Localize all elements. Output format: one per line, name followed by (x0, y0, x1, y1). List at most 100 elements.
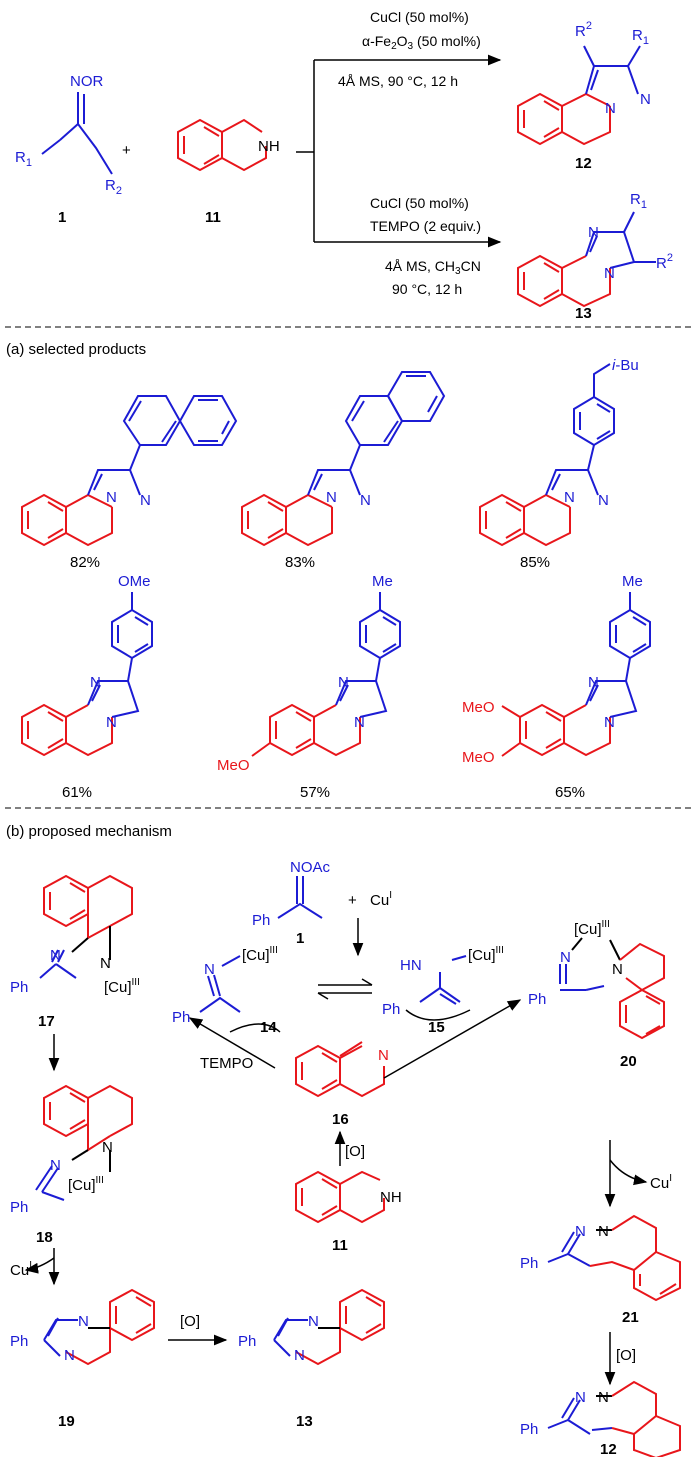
m18-number: 18 (36, 1229, 53, 1246)
m1-number: 1 (296, 930, 304, 947)
m13-n1: N (308, 1313, 319, 1330)
m14-ph: Ph (172, 1009, 190, 1026)
section-a-title: (a) selected products (6, 341, 146, 358)
m-arrows-branch (188, 999, 522, 1079)
cond-up-1: CuCl (50 mol%) (370, 9, 469, 25)
p12-r2: R2 (575, 20, 592, 40)
m20-n1: N (560, 949, 571, 966)
m17-n2: N (100, 955, 111, 972)
m18-cu: [Cu]III (68, 1175, 104, 1194)
pa4-n1: N (90, 674, 101, 691)
mech-16 (295, 1041, 385, 1098)
mech-14 (199, 955, 241, 1013)
m18-cu-release: CuI (10, 1260, 32, 1279)
yield-a2: 83% (285, 554, 315, 571)
m13-number: 13 (296, 1413, 313, 1430)
m19-number: 19 (58, 1413, 75, 1430)
m19-n1: N (78, 1313, 89, 1330)
product-a6 (501, 592, 651, 757)
pa6-n2: N (604, 714, 615, 731)
yield-a4: 61% (62, 784, 92, 801)
m20-ph: Ph (528, 991, 546, 1008)
mech-15 (419, 955, 467, 1005)
m14-cu: [Cu]III (242, 945, 278, 964)
mech-13 (273, 1288, 385, 1366)
m20-cu-release: CuI (650, 1173, 672, 1192)
cond-down-4: 90 °C, 12 h (392, 281, 462, 297)
mech-17 (39, 874, 133, 979)
noor-label: NOR (70, 73, 104, 90)
m12-n2: N (598, 1389, 609, 1406)
reagent-11-number: 11 (205, 209, 221, 226)
product-a2 (241, 371, 446, 547)
pa2-n1: N (326, 489, 337, 506)
mech-18 (35, 1084, 133, 1201)
pa2-n2: N (360, 492, 371, 509)
m13-n2: N (294, 1347, 305, 1364)
nh-label: NH (258, 138, 280, 155)
mech-oxime-1 (277, 876, 323, 919)
pa3-n2: N (598, 492, 609, 509)
m19-ph: Ph (10, 1333, 28, 1350)
cond-up-2: α-Fe2O3 (50 mol%) (362, 33, 481, 52)
m11-ox: [O] (345, 1143, 365, 1160)
m15-cu: [Cu]III (468, 945, 504, 964)
mech-21 (547, 1214, 681, 1302)
p12-n2: N (640, 91, 651, 108)
pa5-n2: N (354, 714, 365, 731)
p12-n1: N (605, 100, 616, 117)
pa1-n2: N (140, 492, 151, 509)
m14-n: N (204, 961, 215, 978)
mech-20 (559, 937, 665, 1040)
pa3-n1: N (564, 489, 575, 506)
m15-number: 15 (428, 1019, 445, 1036)
m21-n1: N (575, 1223, 586, 1240)
mech-11 (295, 1170, 385, 1224)
pa6-meo2: MeO (462, 749, 495, 766)
reagent-1-oxime (41, 92, 113, 175)
m-arrow-cu-20 (609, 1159, 648, 1186)
product-a4 (21, 592, 153, 757)
cond-down-1: CuCl (50 mol%) (370, 195, 469, 211)
pa6-n1: N (588, 674, 599, 691)
m-tempo: TEMPO (200, 1055, 253, 1072)
m21-ox: [O] (616, 1347, 636, 1364)
section-b-title: (b) proposed mechanism (6, 823, 172, 840)
pa3-ibu: i-Bu (612, 357, 639, 374)
reagent-1-number: 1 (58, 209, 66, 226)
m14-number: 14 (260, 1019, 277, 1036)
p13-r2: R2 (656, 252, 673, 272)
pa1-n1: N (106, 489, 117, 506)
m11-nh: NH (380, 1189, 402, 1206)
m1-cu: CuI (370, 890, 392, 909)
yield-a3: 85% (520, 554, 550, 571)
m12-n1: N (575, 1389, 586, 1406)
m18-n1: N (50, 1157, 61, 1174)
m1-plus: + (348, 892, 357, 909)
pa4-n2: N (106, 714, 117, 731)
reagent-11-thiq (177, 118, 267, 172)
m18-n2: N (102, 1139, 113, 1156)
m15-ph: Ph (382, 1001, 400, 1018)
m19-n2: N (64, 1347, 75, 1364)
product-12-top (517, 45, 641, 146)
m1-noac: NOAc (290, 859, 331, 876)
m17-cu: [Cu]III (104, 977, 140, 996)
m-arrow-cu-18 (24, 1257, 55, 1274)
p12-r1: R1 (632, 27, 649, 47)
product-a1 (21, 395, 238, 547)
m16-n: N (378, 1047, 389, 1064)
yield-a1: 82% (70, 554, 100, 571)
mech-19 (43, 1288, 155, 1366)
product-12-number: 12 (575, 155, 592, 172)
pa6-meo1: MeO (462, 699, 495, 716)
yield-a5: 57% (300, 784, 330, 801)
m21-n2: N (598, 1223, 609, 1240)
product-13-top (517, 211, 656, 308)
r1-label: R1 (15, 149, 32, 169)
m20-n2: N (612, 961, 623, 978)
m19-ox: [O] (180, 1313, 200, 1330)
p13-n1: N (588, 224, 599, 241)
m13-ph: Ph (238, 1333, 256, 1350)
